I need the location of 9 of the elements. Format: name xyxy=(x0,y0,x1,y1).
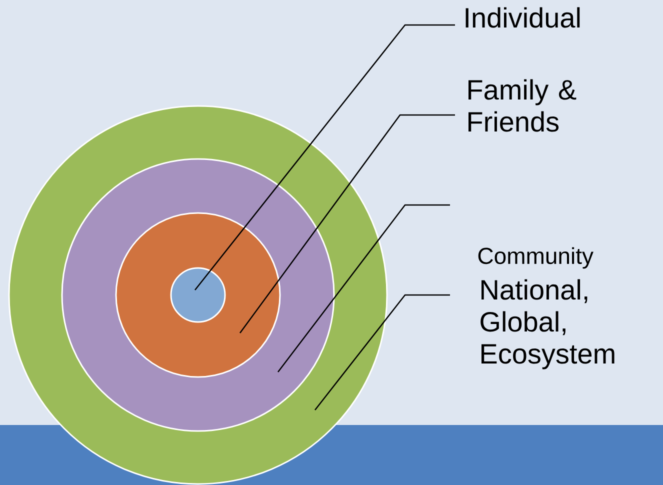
ring-label: Family & Friends xyxy=(468,79,576,132)
leader-line xyxy=(277,204,450,372)
leader-line xyxy=(194,24,455,290)
ring-label: National, Global, Ecosystem xyxy=(480,279,614,370)
ring-label: Community xyxy=(478,247,594,269)
ring-label: Individual xyxy=(466,7,580,28)
ring-circle xyxy=(170,267,226,323)
leader-line xyxy=(314,294,450,410)
leader-line xyxy=(239,114,455,334)
